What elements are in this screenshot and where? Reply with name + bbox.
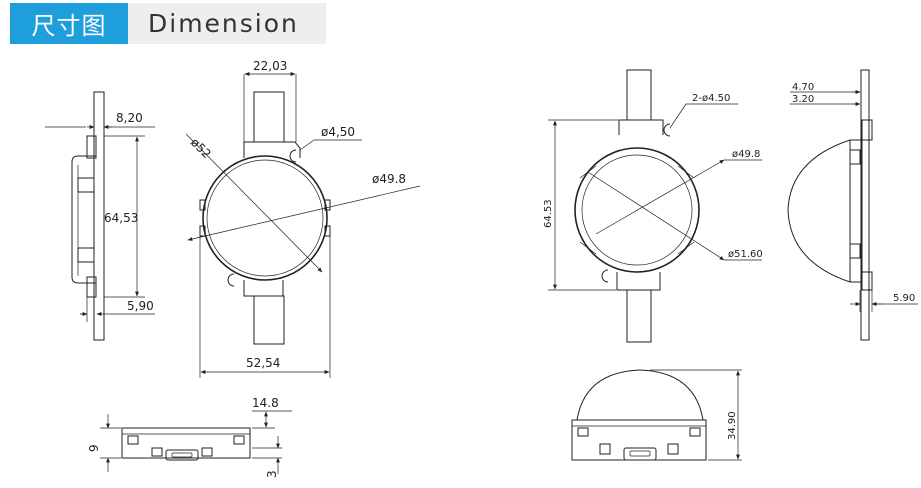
dim-top-width: 22,03 [253, 59, 287, 73]
dim-dome-height: 34.90 [727, 411, 738, 440]
dimension-header: 尺寸图 Dimension [10, 3, 326, 44]
dim-height-r: 64.53 [543, 199, 554, 228]
dim-outer-diameter: ø52 [188, 135, 214, 161]
dim-height-total: 14.8 [252, 396, 279, 410]
dim-height-body: 9 [87, 444, 101, 452]
right-front-view: 2-ø4.50 ø49.8 ø51.60 64.53 [543, 69, 763, 343]
title-en: Dimension [128, 3, 326, 44]
dim-lens-diameter: ø49.8 [372, 172, 406, 186]
front-view: 22,03 ø4,50 ø52 ø49.8 52,54 [185, 59, 421, 378]
dim-height: 64,53 [104, 211, 138, 225]
dim-base: 5,90 [127, 299, 154, 313]
left-side-view: 8,20 64,53 5,90 [45, 91, 155, 341]
dim-top-1: 4.70 [792, 82, 814, 93]
right-side-view: 4.70 3.20 5.90 [787, 69, 918, 341]
dim-base-r: 5.90 [893, 293, 915, 304]
dome-view: 34.90 [571, 369, 742, 461]
bottom-view: 14.8 9 3 [87, 396, 292, 478]
dim-lens-diameter-r: ø49.8 [732, 149, 760, 160]
title-zh: 尺寸图 [10, 3, 128, 44]
dim-total-width: 52,54 [246, 356, 280, 370]
dim-top-2: 3.20 [792, 94, 814, 105]
dim-outer-diameter-r: ø51.60 [728, 249, 763, 260]
dim-slot-holes: 2-ø4.50 [692, 93, 730, 104]
dim-thickness: 8,20 [116, 111, 143, 125]
dim-height-base: 3 [265, 470, 279, 478]
dim-slot-hole: ø4,50 [321, 125, 355, 139]
